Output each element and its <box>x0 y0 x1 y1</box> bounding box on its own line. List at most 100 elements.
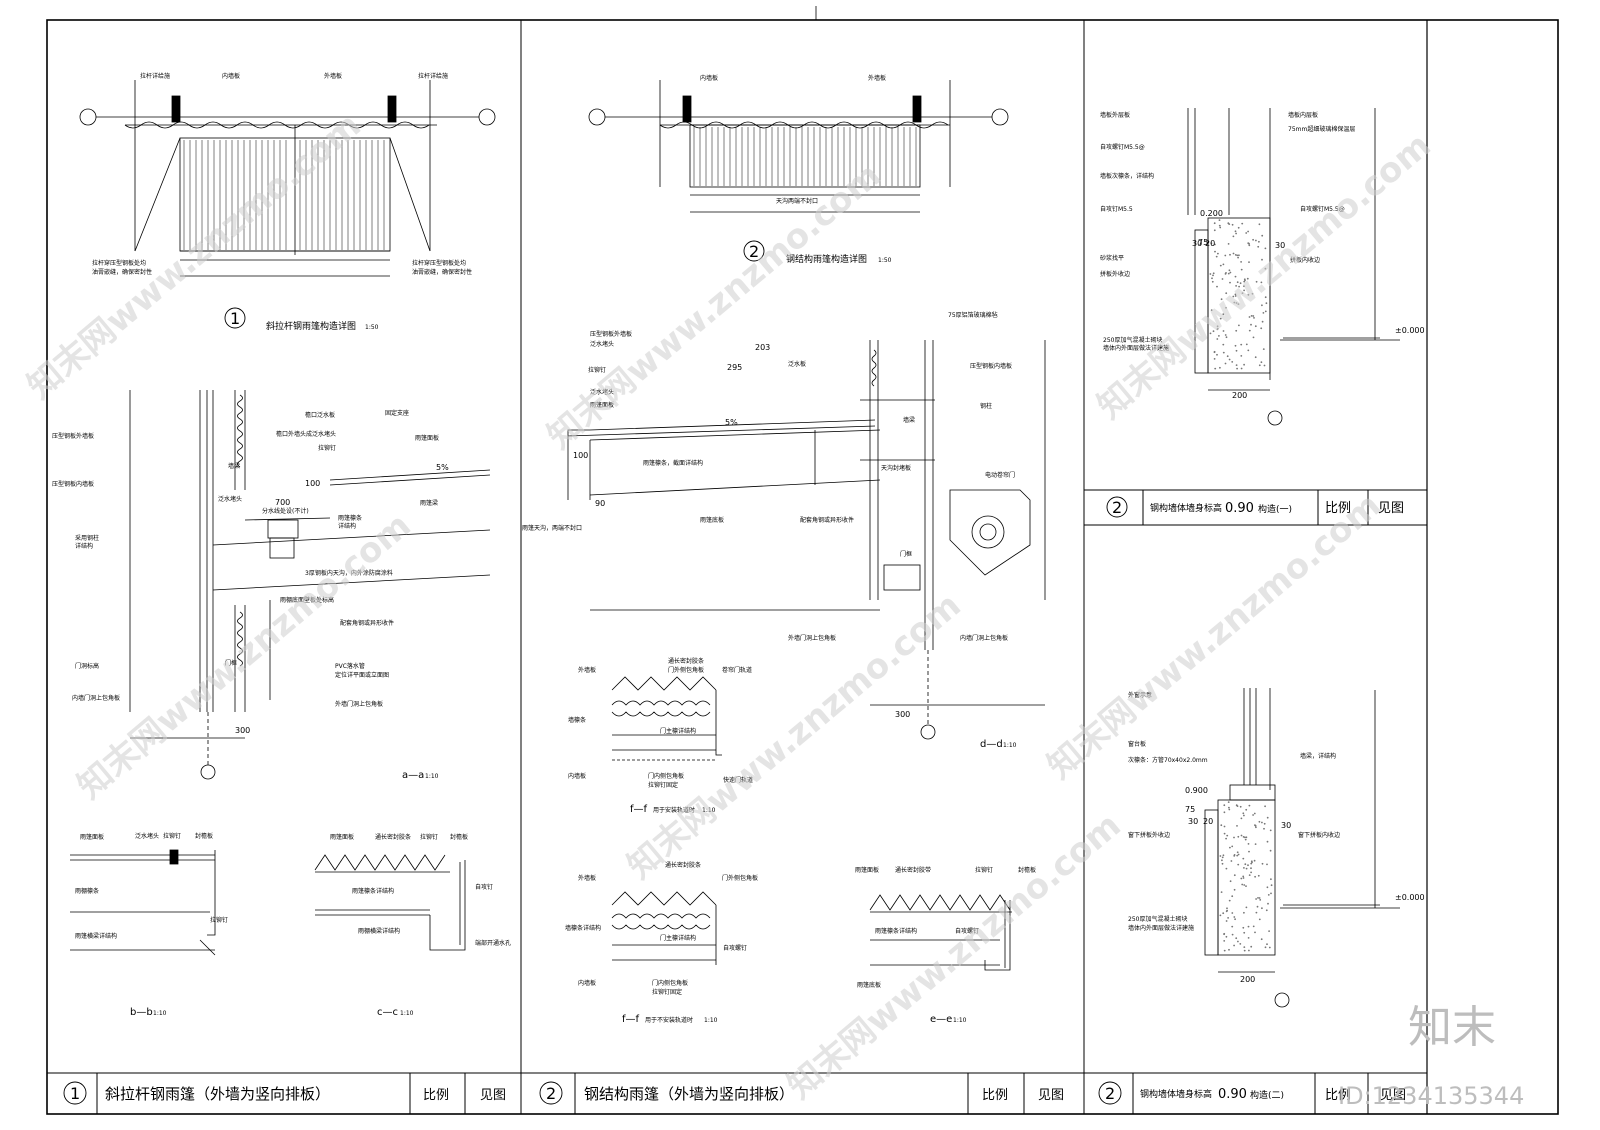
tb1-title: 斜拉杆钢雨篷（外墙为竖向排板） <box>105 1085 330 1103</box>
p2-detail-label: 配套角钢或异形收件 <box>800 516 854 524</box>
watermark-text: 知末网www.znzmo.com <box>70 505 419 807</box>
mid-title: 钢构墙体墙身标高 <box>1150 502 1222 514</box>
p1-bottom-label: 拉杆穿压型钢板处均 <box>92 259 146 267</box>
concrete-dot <box>1215 255 1218 258</box>
concrete-dot <box>1242 926 1245 929</box>
concrete-dot <box>1252 336 1255 339</box>
cc-label: 自攻钉 <box>475 883 493 891</box>
concrete-dot <box>1258 223 1261 226</box>
concrete-dot <box>1236 805 1239 807</box>
titleblock-2: 2 钢结构雨篷（外墙为竖向排板） 比例 见图 <box>539 1073 1064 1114</box>
tb3-scale: 比例 <box>1325 1088 1351 1103</box>
p1-top-label: 拉杆详给施 <box>140 72 170 80</box>
concrete-dot <box>1243 278 1246 281</box>
concrete-dot <box>1270 884 1273 887</box>
p1-detail-label: 门洞标高 <box>75 662 99 670</box>
concrete-dot <box>1216 325 1219 328</box>
mid-suffix: 构造(一) <box>1258 503 1292 515</box>
concrete-dot <box>1238 324 1240 327</box>
concrete-dot <box>1221 862 1224 865</box>
concrete-dot <box>1228 223 1231 226</box>
p1-section-scale: 1:10 <box>425 773 439 780</box>
p4-label: 墙体内外面层做法详建施 <box>1128 924 1194 932</box>
concrete-dot <box>1248 316 1251 318</box>
concrete-dot <box>1213 222 1216 225</box>
mid-sub: 0.90 <box>1225 501 1254 516</box>
concrete-dot <box>1236 851 1239 854</box>
p4-dim: 200 <box>1240 975 1255 984</box>
concrete-dot <box>1262 348 1265 350</box>
p2-dim: 90 <box>595 499 605 508</box>
concrete-dot <box>1209 332 1212 335</box>
concrete-dot <box>1229 281 1231 284</box>
concrete-dot <box>1243 285 1245 288</box>
p2-dim: 300 <box>895 710 910 719</box>
concrete-dot <box>1264 805 1266 808</box>
p3-dim: 0.200 <box>1200 209 1223 218</box>
concrete-dot <box>1264 296 1267 299</box>
concrete-dot <box>1250 862 1253 865</box>
concrete-dot <box>1240 355 1243 357</box>
sheet-border <box>46 19 1559 1115</box>
concrete-dot <box>1229 880 1232 883</box>
concrete-dot <box>1214 367 1217 370</box>
concrete-dot <box>1255 898 1257 900</box>
concrete-dot <box>1268 946 1271 949</box>
concrete-dot <box>1223 825 1226 828</box>
concrete-dot <box>1219 366 1221 369</box>
concrete-dot <box>1255 911 1258 914</box>
p1-detail-label: 压型钢板外墙板 <box>52 432 94 440</box>
concrete-dot <box>1224 254 1227 257</box>
ff2-label: 拉铆钉固定 <box>652 988 682 996</box>
concrete-dot <box>1225 935 1228 938</box>
p1-dim: 5% <box>436 463 449 472</box>
concrete-dot <box>1220 891 1223 893</box>
concrete-dot <box>1270 878 1272 881</box>
watermark-text: 知末网www.znzmo.com <box>1040 485 1389 787</box>
concrete-dot <box>1225 272 1227 274</box>
p2-dim: 295 <box>727 363 742 372</box>
concrete-dot <box>1241 883 1244 886</box>
tb3-suffix: 构造(二) <box>1250 1089 1284 1101</box>
concrete-dot <box>1210 242 1213 245</box>
p2-detail-label: 雨篷天沟，两端不封口 <box>522 524 582 532</box>
section-cc <box>314 854 466 951</box>
concrete-dot <box>1230 860 1233 862</box>
concrete-dot <box>1258 364 1261 367</box>
concrete-dot <box>1220 298 1223 301</box>
p1-bottom-label: 拉杆穿压型钢板处均 <box>412 259 466 267</box>
concrete-dot <box>1255 280 1258 283</box>
p2-detail-label: 电动卷帘门 <box>985 471 1015 479</box>
concrete-dot <box>1241 222 1244 225</box>
concrete-dot <box>1258 918 1261 921</box>
concrete-dot <box>1261 862 1264 865</box>
ff2-scale: 1:10 <box>704 1017 718 1024</box>
concrete-dot <box>1214 243 1216 246</box>
concrete-dot <box>1269 829 1272 832</box>
p3-dim: 75 <box>1198 238 1208 247</box>
p2-dim: 5% <box>725 418 738 427</box>
p2-detail-label: 拉铆钉 <box>588 366 606 374</box>
bb-label: 封檐板 <box>195 832 213 840</box>
p2-section-label: d—d <box>980 739 1003 750</box>
concrete-dot <box>1234 230 1237 233</box>
concrete-dot <box>1232 295 1235 298</box>
p2-section-scale: 1:10 <box>1003 742 1017 749</box>
ff1-note: 用于安装轨道时 <box>653 806 695 814</box>
p2-title: 钢结构雨篷构造详图 <box>786 253 867 265</box>
cc-label: 雨篷面板 <box>330 833 354 841</box>
section-ff-2 <box>611 891 717 965</box>
tb3-sub: 0.90 <box>1218 1087 1247 1102</box>
section-bb <box>70 849 216 956</box>
concrete-dot <box>1256 905 1259 908</box>
concrete-dot <box>1247 925 1250 928</box>
p2-title-num: 2 <box>749 242 759 261</box>
concrete-dot <box>1245 885 1247 887</box>
p1-title-scale: 1:50 <box>365 324 379 331</box>
concrete-dot <box>1247 242 1250 245</box>
concrete-dot <box>1216 353 1218 356</box>
concrete-dot <box>1233 916 1236 918</box>
p1-detail-label: 雨篷檩条 <box>338 514 362 522</box>
concrete-dot <box>1233 836 1235 839</box>
concrete-dot <box>1222 351 1225 354</box>
